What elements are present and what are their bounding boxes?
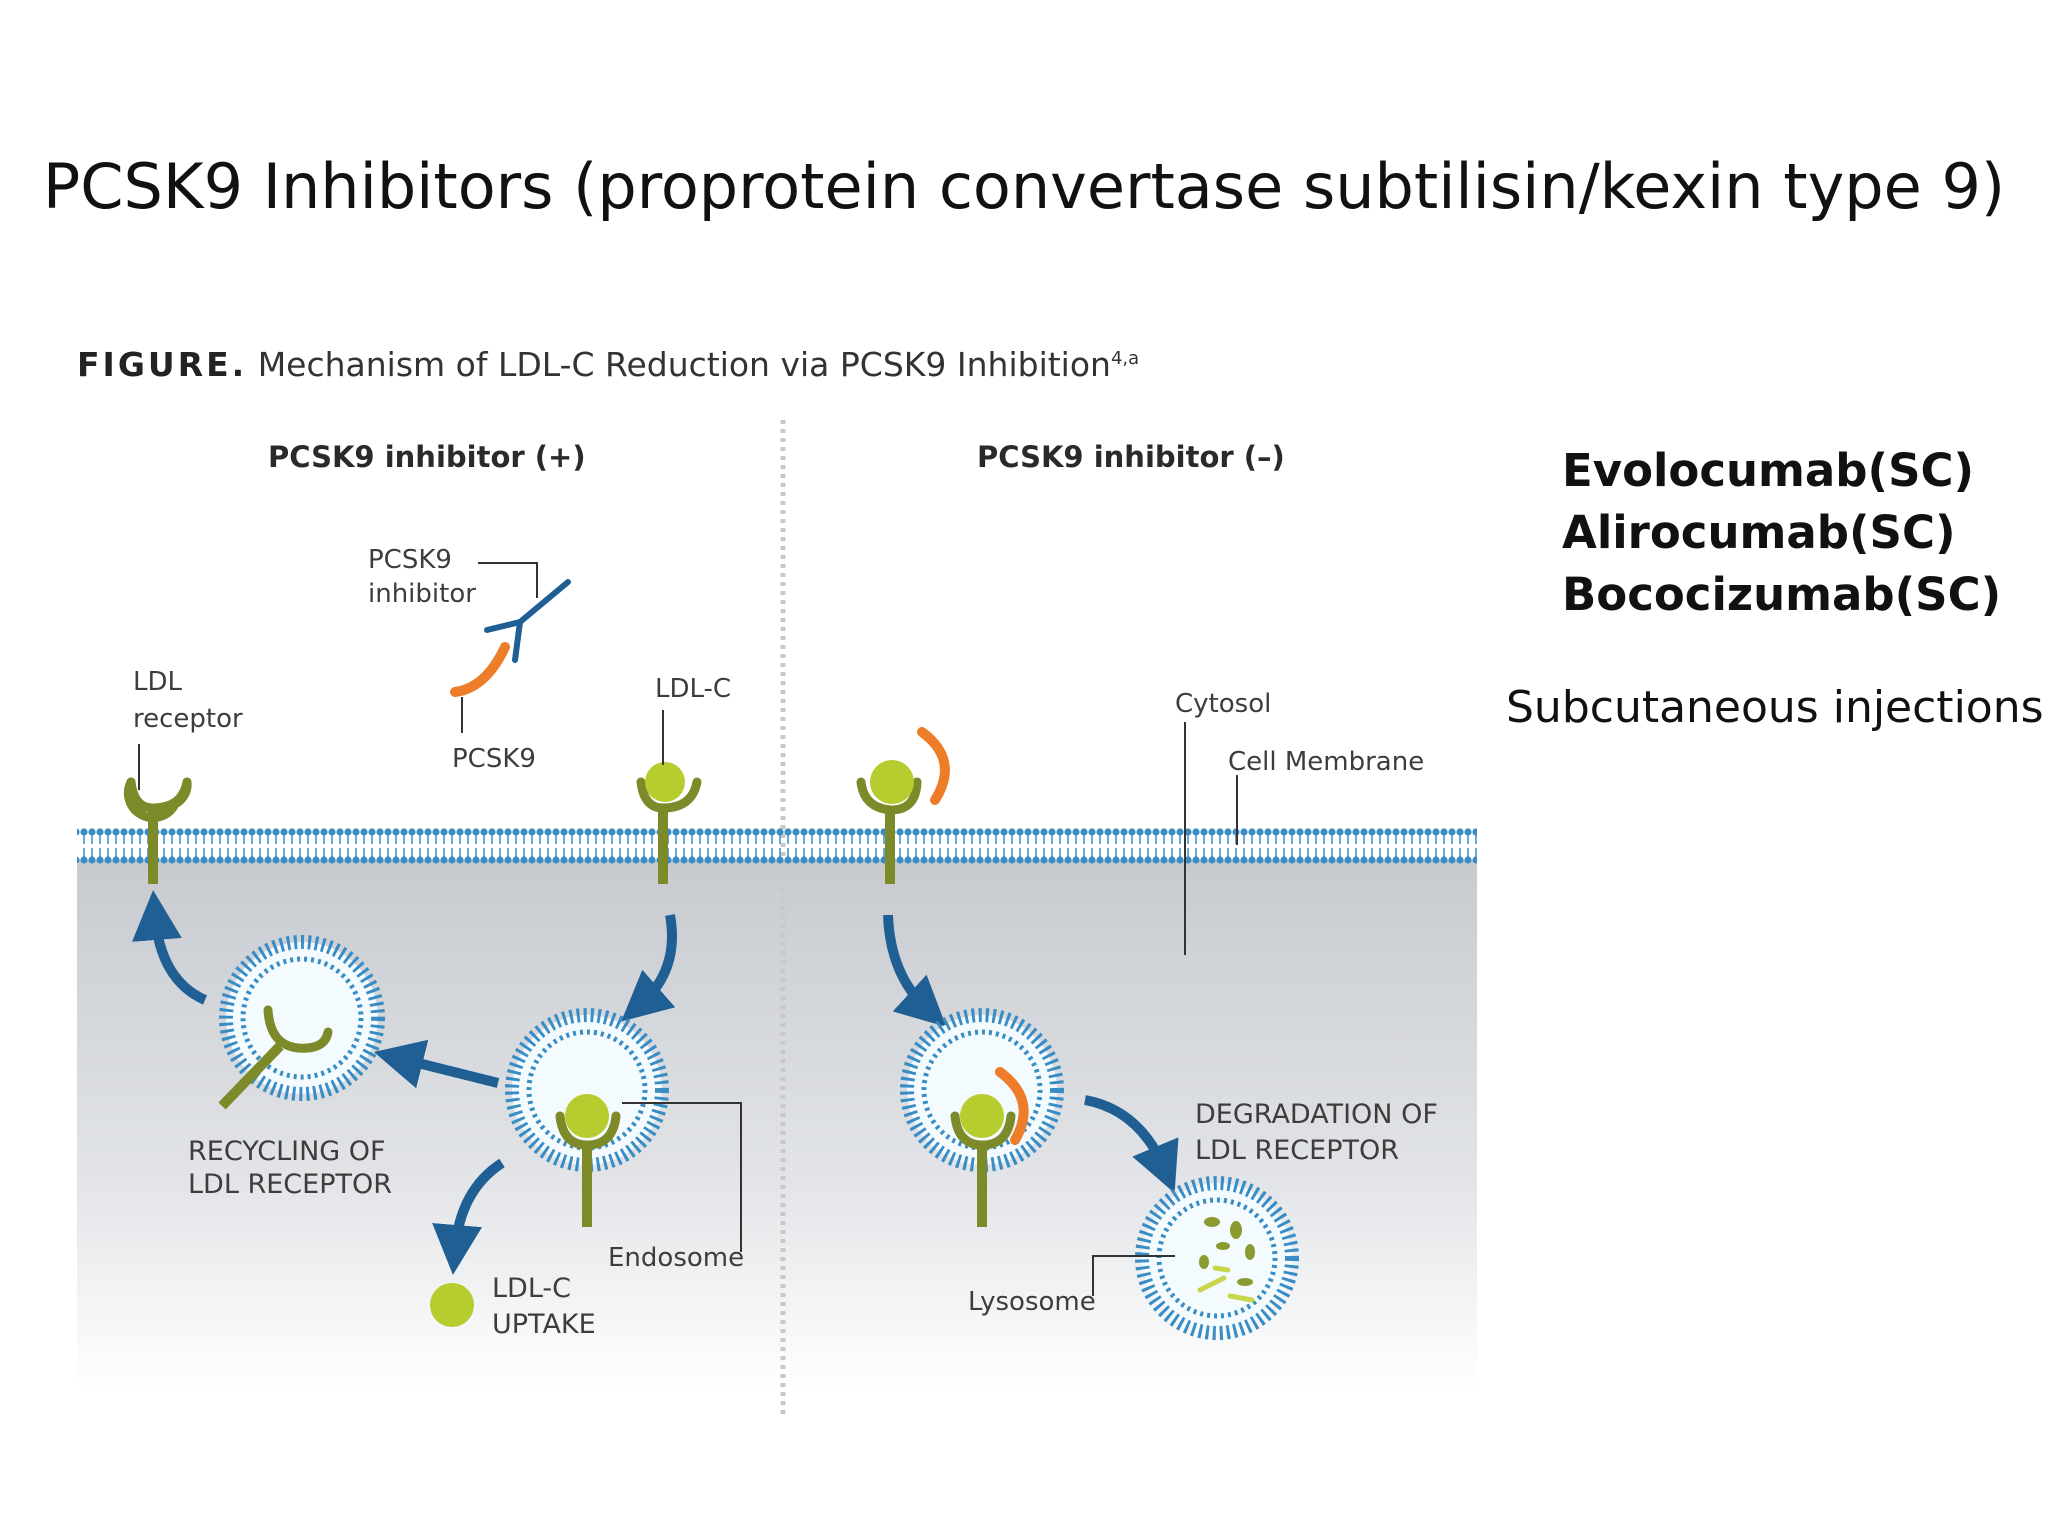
arrow-to-endosome-right bbox=[883, 914, 947, 1027]
figure-caption-superscript: 4,a bbox=[1110, 348, 1140, 369]
uptake-label-line2: UPTAKE bbox=[492, 1309, 596, 1340]
lysosome-label: Lysosome bbox=[968, 1287, 1096, 1317]
panel-right-heading: PCSK9 inhibitor (–) bbox=[977, 440, 1285, 474]
lysosome bbox=[1135, 1176, 1299, 1340]
endosome-leader bbox=[622, 1102, 742, 1252]
slide-title: PCSK9 Inhibitors (proprotein convertase … bbox=[42, 150, 2006, 223]
ldl-c-label: LDL-C bbox=[655, 674, 731, 704]
pcsk9-label: PCSK9 bbox=[452, 744, 536, 774]
figure-caption: FIGURE. Mechanism of LDL-C Reduction via… bbox=[77, 345, 1139, 384]
panel-left-heading: PCSK9 inhibitor (+) bbox=[268, 440, 586, 474]
recycling-label-line1: RECYCLING OF bbox=[188, 1136, 386, 1167]
ldl-receptor-pcsk9-bound bbox=[856, 727, 950, 884]
arrow-recycle-to-membrane bbox=[131, 890, 208, 1005]
recycling-vesicle bbox=[218, 935, 385, 1110]
arrow-to-recycling bbox=[373, 1039, 500, 1089]
ldl-receptor-label-line2: receptor bbox=[133, 704, 243, 734]
drug-list: Evolocumab(SC) Alirocumab(SC) Bococizuma… bbox=[1562, 440, 2001, 626]
cell-membrane bbox=[77, 828, 1477, 864]
degradation-label-line2: LDL RECEPTOR bbox=[1195, 1135, 1399, 1166]
pcsk9-inhibitor-label-line2: inhibitor bbox=[368, 579, 476, 609]
pcsk9-protein-left bbox=[450, 642, 510, 697]
lysosome-leader bbox=[1092, 1255, 1175, 1296]
arrow-to-lysosome bbox=[1083, 1095, 1179, 1194]
pcsk9-inhibitor-antibody bbox=[484, 579, 571, 663]
degradation-label-line1: DEGRADATION OF bbox=[1195, 1099, 1438, 1130]
cytosol-label: Cytosol bbox=[1175, 689, 1271, 719]
ldl-c-uptake-particle bbox=[430, 1283, 474, 1327]
figure-caption-text: Mechanism of LDL-C Reduction via PCSK9 I… bbox=[257, 345, 1111, 384]
pcsk9-inhibitor-leader bbox=[478, 562, 538, 598]
cell-membrane-label: Cell Membrane bbox=[1228, 747, 1424, 777]
ldl-receptor-label-line1: LDL bbox=[133, 667, 183, 697]
arrow-to-endosome bbox=[621, 914, 677, 1022]
endosome-right bbox=[900, 1008, 1064, 1227]
drug-item: Evolocumab(SC) bbox=[1562, 444, 1975, 497]
administration-note: Subcutaneous injections bbox=[1506, 682, 2044, 733]
recycling-label-line2: LDL RECEPTOR bbox=[188, 1169, 392, 1200]
ldl-receptor-bound-left bbox=[636, 762, 702, 884]
pcsk9-inhibitor-label-line1: PCSK9 bbox=[368, 545, 452, 575]
drug-item: Alirocumab(SC) bbox=[1562, 506, 1956, 559]
endosome-left bbox=[505, 1008, 669, 1227]
uptake-label-line1: LDL-C bbox=[492, 1273, 571, 1304]
endosome-label: Endosome bbox=[608, 1243, 744, 1273]
drug-item: Bococizumab(SC) bbox=[1562, 568, 2002, 621]
arrow-to-uptake bbox=[432, 1158, 505, 1275]
figure-caption-lead: FIGURE. bbox=[77, 345, 248, 384]
ldl-receptor-empty bbox=[123, 777, 192, 884]
